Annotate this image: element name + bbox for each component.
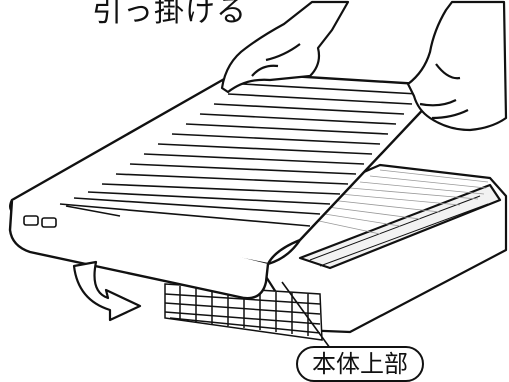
left-hand xyxy=(220,0,350,94)
panel-ribs xyxy=(59,83,419,227)
body-top-hatch xyxy=(304,169,489,235)
leader-line xyxy=(281,281,331,349)
right-hand xyxy=(406,0,508,132)
instruction-text: 引っ掛ける xyxy=(92,0,247,29)
rotate-arrow-icon xyxy=(72,260,142,322)
part-label: 本体上部 xyxy=(296,346,424,382)
panel-buttons xyxy=(23,205,121,228)
front-grille xyxy=(164,283,323,341)
